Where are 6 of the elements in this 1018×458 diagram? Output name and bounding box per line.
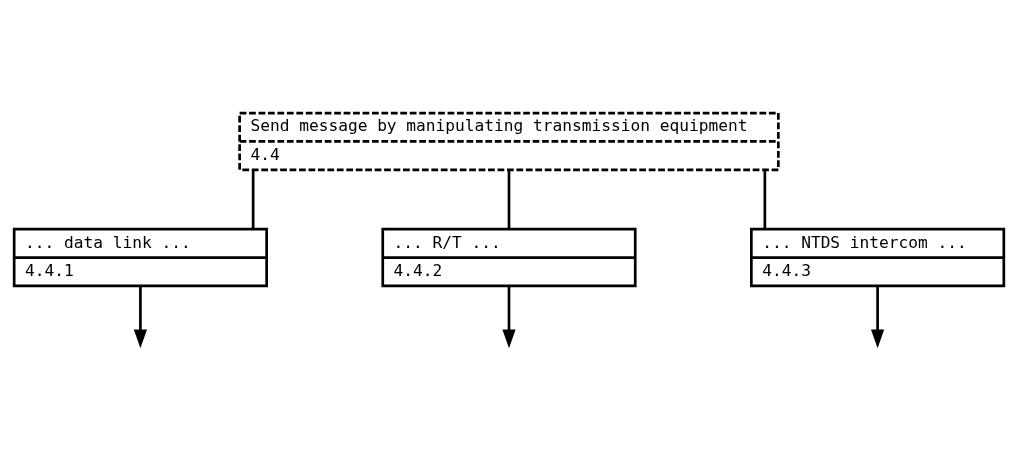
connector: [763, 170, 767, 230]
connector: [251, 170, 255, 230]
arrow: [870, 286, 885, 349]
arrow: [502, 286, 516, 349]
connector: [507, 170, 511, 230]
arrow: [133, 286, 148, 349]
